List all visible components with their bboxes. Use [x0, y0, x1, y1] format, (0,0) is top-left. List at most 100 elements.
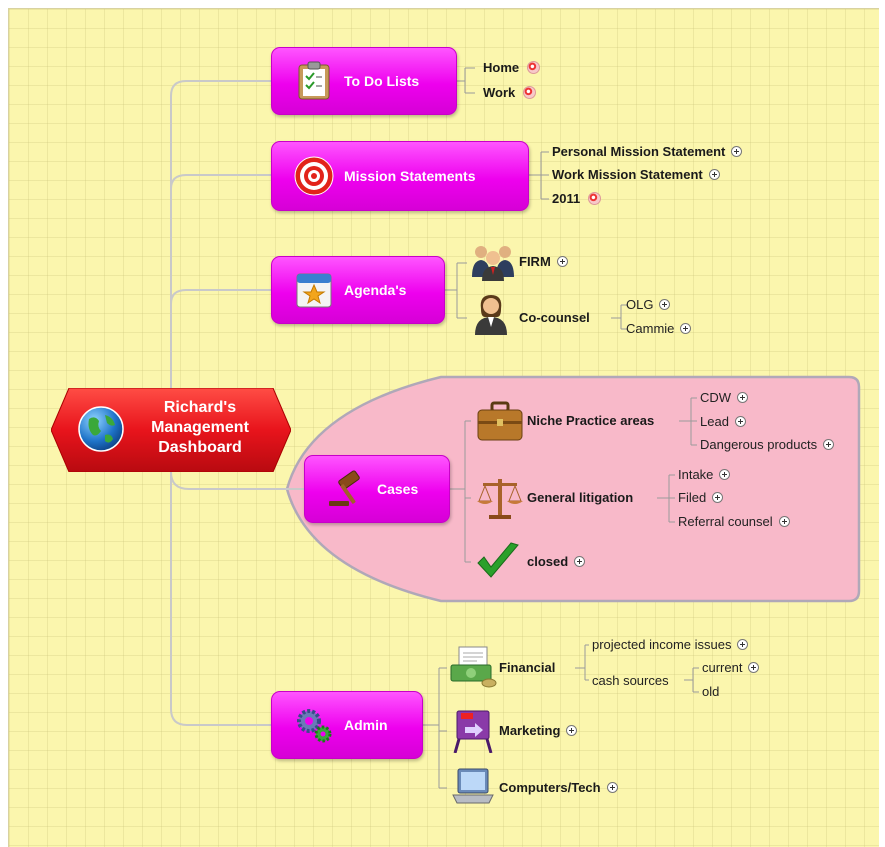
cases-boundary: [285, 375, 861, 603]
node-2011[interactable]: 2011: [552, 191, 602, 206]
expand-icon[interactable]: [659, 299, 671, 310]
expand-icon[interactable]: [737, 392, 749, 403]
scales-of-justice-icon: [477, 479, 523, 519]
central-line-2: Management: [151, 419, 249, 436]
node-work[interactable]: Work: [483, 85, 537, 100]
node-cammie[interactable]: Cammie: [626, 321, 692, 336]
expand-icon[interactable]: [708, 169, 720, 180]
expand-icon[interactable]: [748, 662, 760, 673]
note-icon[interactable]: [523, 86, 537, 99]
money-icon: [450, 646, 497, 688]
expand-icon[interactable]: [823, 439, 835, 450]
central-line-3: Dashboard: [158, 439, 242, 456]
node-olg-label: OLG: [626, 297, 654, 312]
people-group-icon: [472, 246, 514, 281]
topic-admin-label: Admin: [344, 717, 388, 733]
expand-icon[interactable]: [778, 516, 790, 527]
expand-icon[interactable]: [719, 469, 731, 480]
gavel-icon: [329, 470, 360, 506]
node-personal-mission-statement-label: Personal Mission Statement: [552, 144, 726, 159]
node-filed[interactable]: Filed: [678, 490, 724, 505]
gears-icon: [297, 709, 332, 743]
globe-icon: [78, 406, 124, 452]
node-dangerous-products-label: Dangerous products: [700, 437, 818, 452]
node-filed-label: Filed: [678, 490, 707, 505]
topic-to-do-lists-label: To Do Lists: [344, 73, 420, 89]
expand-icon[interactable]: [680, 323, 692, 334]
node-niche-practice-areas[interactable]: Niche Practice areas: [527, 413, 654, 428]
topic-cases[interactable]: Cases: [304, 455, 450, 523]
calendar-star-icon: [296, 273, 332, 308]
node-olg[interactable]: OLG: [626, 297, 671, 312]
node-closed-label: closed: [527, 554, 569, 569]
node-old[interactable]: old: [702, 684, 719, 699]
topic-admin[interactable]: Admin: [271, 691, 423, 759]
node-referral-counsel[interactable]: Referral counsel: [678, 514, 790, 529]
node-current-label: current: [702, 660, 743, 675]
node-current[interactable]: current: [702, 660, 760, 675]
node-intake[interactable]: Intake: [678, 467, 731, 482]
target-icon: [294, 156, 334, 196]
checkmark-icon: [477, 542, 519, 578]
node-lead-label: Lead: [700, 414, 729, 429]
note-icon[interactable]: [588, 192, 602, 205]
node-computers-tech-label: Computers/Tech: [499, 780, 601, 795]
node-work-mission-statement-label: Work Mission Statement: [552, 167, 703, 182]
expand-icon[interactable]: [606, 782, 618, 793]
node-firm[interactable]: FIRM: [519, 254, 568, 269]
node-intake-label: Intake: [678, 467, 714, 482]
node-cash-sources-label: cash sources: [592, 673, 669, 688]
node-cdw[interactable]: CDW: [700, 390, 749, 405]
node-projected-income-issues-label: projected income issues: [592, 637, 732, 652]
node-home-label: Home: [483, 60, 520, 75]
node-home[interactable]: Home: [483, 60, 541, 75]
laptop-icon: [452, 768, 494, 804]
expand-icon[interactable]: [556, 256, 568, 267]
topic-mission-statements[interactable]: Mission Statements: [271, 141, 529, 211]
node-referral-counsel-label: Referral counsel: [678, 514, 773, 529]
briefcase-icon: [477, 401, 523, 441]
node-cdw-label: CDW: [700, 390, 732, 405]
node-co-counsel[interactable]: Co-counsel: [519, 310, 590, 325]
node-closed[interactable]: closed: [527, 554, 586, 569]
node-cash-sources[interactable]: cash sources: [592, 673, 669, 688]
expand-icon[interactable]: [731, 146, 743, 157]
topic-agendas[interactable]: Agenda's: [271, 256, 445, 324]
node-lead[interactable]: Lead: [700, 414, 746, 429]
node-projected-income-issues[interactable]: projected income issues: [592, 637, 749, 652]
expand-icon[interactable]: [737, 639, 749, 650]
topic-cases-label: Cases: [377, 481, 419, 497]
node-personal-mission-statement[interactable]: Personal Mission Statement: [552, 144, 743, 159]
central-topic-label: Richard's Management Dashboard: [135, 398, 265, 458]
node-cammie-label: Cammie: [626, 321, 675, 336]
node-old-label: old: [702, 684, 720, 699]
node-work-label: Work: [483, 85, 516, 100]
clipboard-checklist-icon: [298, 61, 330, 100]
node-work-mission-statement[interactable]: Work Mission Statement: [552, 167, 720, 182]
node-niche-practice-areas-label: Niche Practice areas: [527, 413, 655, 428]
central-line-1: Richard's: [163, 399, 237, 416]
node-financial[interactable]: Financial: [499, 660, 555, 675]
node-general-litigation[interactable]: General litigation: [527, 490, 633, 505]
mind-map-canvas: Richard's Management Dashboard To Do Lis…: [8, 8, 879, 847]
person-icon: [475, 295, 507, 335]
expand-icon[interactable]: [574, 556, 586, 567]
node-firm-label: FIRM: [519, 254, 551, 269]
note-icon[interactable]: [527, 61, 541, 74]
node-dangerous-products[interactable]: Dangerous products: [700, 437, 835, 452]
expand-icon[interactable]: [566, 725, 578, 736]
topic-agendas-label: Agenda's: [344, 282, 407, 298]
node-computers-tech[interactable]: Computers/Tech: [499, 780, 618, 795]
topic-to-do-lists[interactable]: To Do Lists: [271, 47, 457, 115]
marketing-sign-icon: [453, 710, 493, 753]
node-general-litigation-label: General litigation: [527, 490, 634, 505]
expand-icon[interactable]: [734, 416, 746, 427]
central-topic[interactable]: Richard's Management Dashboard: [51, 388, 291, 472]
node-2011-label: 2011: [552, 191, 581, 206]
node-marketing[interactable]: Marketing: [499, 723, 578, 738]
node-co-counsel-label: Co-counsel: [519, 310, 590, 325]
expand-icon[interactable]: [712, 492, 724, 503]
node-marketing-label: Marketing: [499, 723, 561, 738]
node-financial-label: Financial: [499, 660, 556, 675]
connector-lines: [170, 67, 861, 789]
